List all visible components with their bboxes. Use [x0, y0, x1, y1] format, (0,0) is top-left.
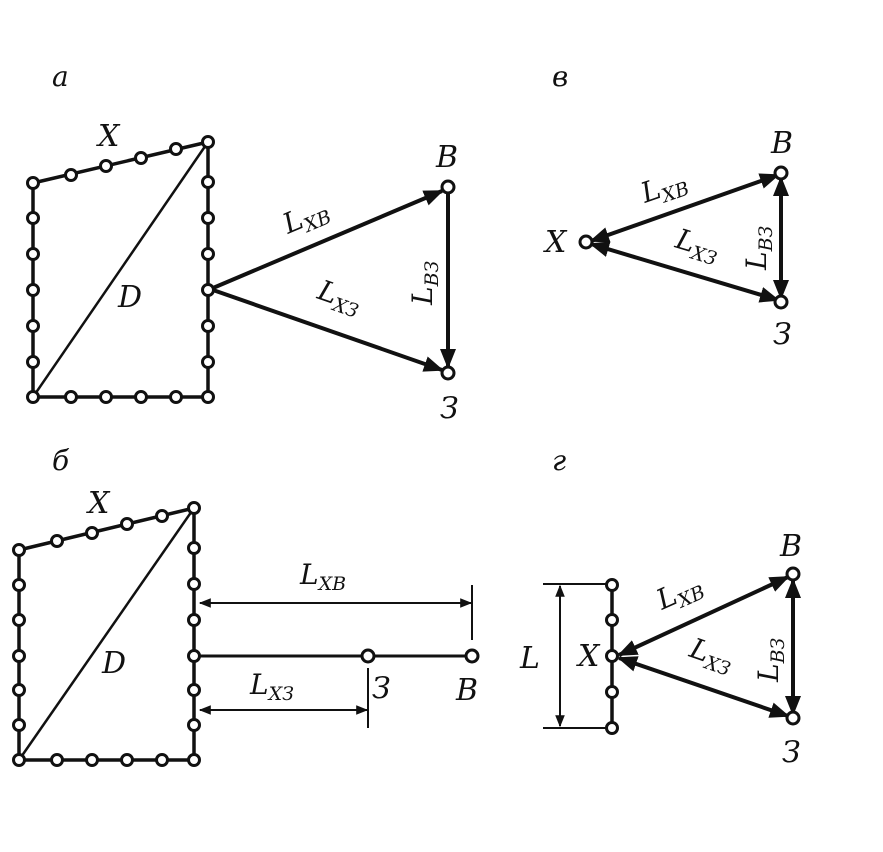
panel-v-label: в [552, 60, 568, 93]
panel-b-label: б [52, 444, 70, 477]
arrow-x-b [212, 189, 444, 290]
point-x-node [578, 234, 594, 250]
arrow-x-b [589, 173, 780, 243]
arrow-x-z [212, 288, 444, 372]
panel-g: г L X В З LХВ LХЗ LВЗ [519, 444, 802, 770]
length-xb-label: LХВ [651, 567, 709, 620]
length-xz-label: LХЗ [311, 273, 366, 323]
arrow-x-z [617, 656, 790, 718]
arrow-x-b [617, 575, 790, 657]
length-xz-label: LХЗ [683, 631, 738, 681]
point-x-label: X [543, 225, 568, 260]
length-xb-label: LХВ [299, 558, 346, 595]
chain-nodes [605, 578, 619, 735]
point-z-label: З [372, 671, 391, 706]
point-x-label: X [86, 486, 111, 521]
length-bz-label: LВЗ [740, 226, 777, 271]
diagonal-line [31, 141, 210, 398]
diagonal-label: D [117, 280, 142, 315]
panel-b: б [12, 444, 480, 767]
panel-a-label: а [52, 60, 69, 93]
point-x-label: X [576, 639, 601, 674]
arrow-x-z [589, 241, 780, 303]
chain-nodes [26, 135, 215, 404]
point-b-node [464, 648, 480, 664]
point-z-label: З [773, 317, 792, 352]
length-xb-label: LХВ [277, 192, 335, 244]
point-z-label: З [440, 391, 459, 426]
point-b-label: В [770, 126, 793, 161]
panel-v: в X В З LХВ LХЗ LВЗ [543, 60, 793, 352]
point-b-node [773, 165, 789, 181]
point-z-node [773, 294, 789, 310]
panel-g-label: г [552, 444, 566, 477]
point-z-node [440, 365, 456, 381]
length-xz-label: LХЗ [670, 222, 724, 271]
dimension-l-label: L [519, 641, 540, 676]
point-z-label: З [782, 735, 801, 770]
point-b-node [785, 566, 801, 582]
panel-a: а [26, 60, 459, 426]
point-b-node [440, 179, 456, 195]
length-bz-label: LВЗ [406, 261, 443, 306]
workstation-chain [31, 139, 210, 399]
point-b-label: В [779, 529, 802, 564]
point-z-node [785, 710, 801, 726]
point-b-label: В [455, 673, 478, 708]
point-x-label: X [96, 119, 121, 154]
point-b-label: В [435, 140, 458, 175]
length-xz-label: LХЗ [249, 668, 294, 705]
diagonal-line [17, 507, 196, 761]
chain-nodes [12, 501, 201, 767]
point-z-node [360, 648, 376, 664]
workstation-chain [17, 505, 196, 762]
diagonal-label: D [101, 646, 126, 681]
length-bz-label: LВЗ [752, 638, 789, 683]
